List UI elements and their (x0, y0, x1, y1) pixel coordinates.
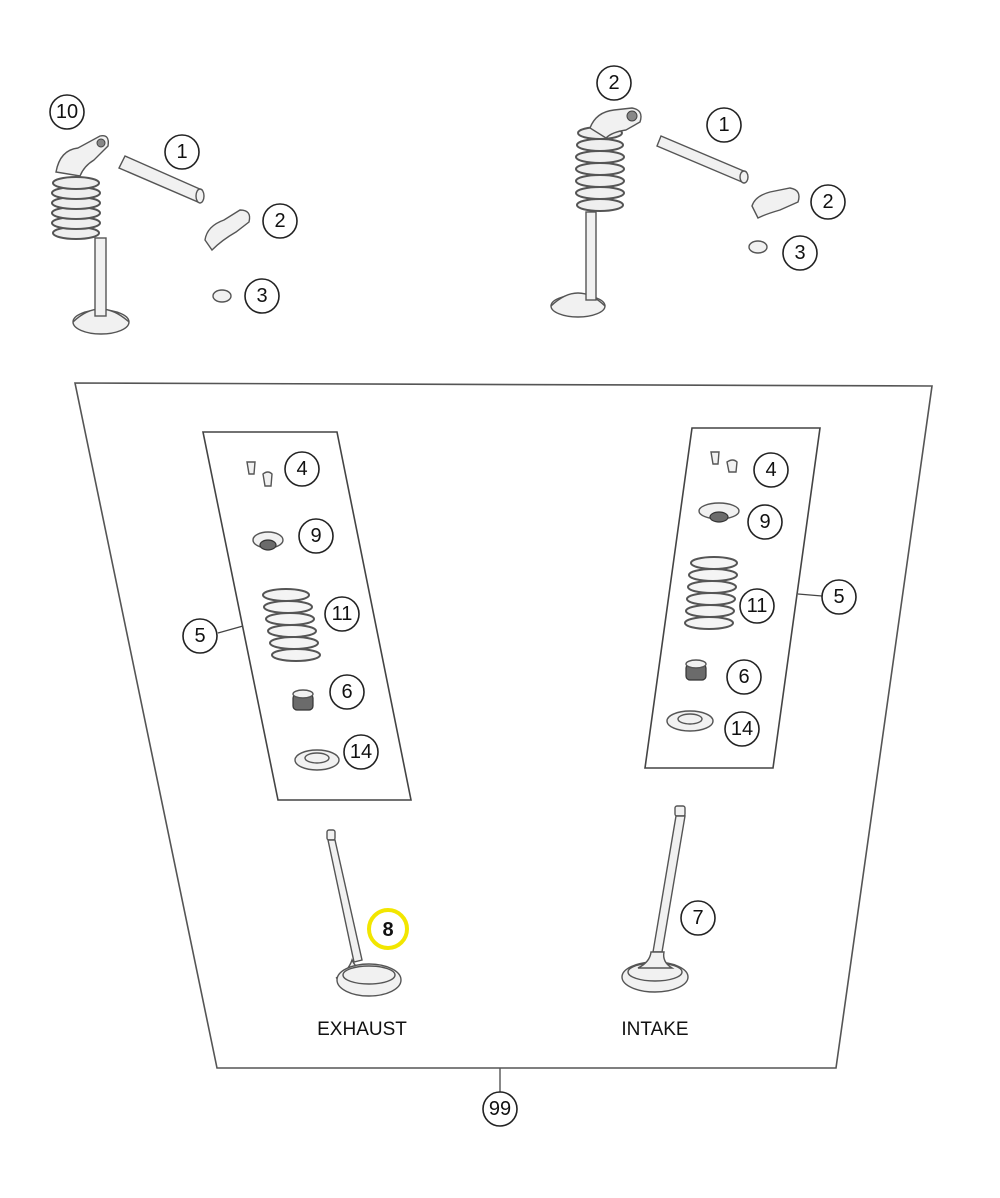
callout-11-right[interactable] (739, 588, 775, 624)
callout-2-left[interactable] (262, 203, 298, 239)
callout-8-label[interactable]: 8 (382, 919, 393, 941)
valve-keepers-right (710, 451, 738, 473)
right-subkit-panel (644, 427, 821, 769)
spring-seat-washer-right (666, 710, 714, 732)
callout-3-right[interactable] (782, 235, 818, 271)
valve-stem-seal-left (292, 689, 314, 711)
intake-valve (621, 805, 689, 993)
callout-14-right[interactable] (724, 711, 760, 747)
left-subkit-leader (217, 625, 244, 634)
callout-9-left-label: 9 (310, 525, 321, 547)
callout-5-right-label: 5 (833, 586, 844, 608)
callout-1-left[interactable] (164, 134, 200, 170)
spring-retainer-right (698, 502, 740, 523)
valve-stem-seal-right (685, 659, 707, 681)
callout-1-left-label: 1 (176, 141, 187, 163)
kit-frame (74, 382, 933, 1069)
callout-4-right[interactable] (753, 452, 789, 488)
valve-spring-left (262, 588, 321, 662)
callout-6-right[interactable] (726, 659, 762, 695)
callout-14-left[interactable] (343, 734, 379, 770)
callout-1-right[interactable] (706, 107, 742, 143)
callout-2-top-right[interactable] (596, 65, 632, 101)
rocker-arm-right (751, 187, 800, 219)
callout-11-left-label: 11 (332, 603, 353, 625)
spring-retainer-left (252, 531, 284, 551)
intake-caption: INTAKE (621, 1019, 688, 1040)
callout-3-left[interactable] (244, 278, 280, 314)
callout-2-left-label: 2 (274, 210, 285, 232)
callout-10-label: 10 (56, 101, 78, 123)
top-right-valve-assembly (550, 107, 642, 318)
callout-4-left-label: 4 (296, 458, 307, 480)
highlight-ring (367, 908, 409, 950)
callout-7-label: 7 (692, 907, 703, 929)
callout-10[interactable] (49, 94, 85, 130)
valve-keepers-left (246, 461, 273, 487)
valve-spring-right (684, 556, 738, 630)
callout-5-left-label: 5 (194, 625, 205, 647)
callout-9-right[interactable] (747, 504, 783, 540)
callout-14-right-label: 14 (731, 718, 753, 740)
rocker-arm-left (204, 209, 251, 252)
callout-2-right[interactable] (810, 184, 846, 220)
callout-9-left[interactable] (298, 518, 334, 554)
callout-14-left-label: 14 (350, 741, 372, 763)
callout-4-left[interactable] (284, 451, 320, 487)
right-subkit-leader (797, 593, 823, 597)
callout-2-right-label: 2 (822, 191, 833, 213)
callout-3-right-label: 3 (794, 242, 805, 264)
spring-seat-washer-left (294, 749, 340, 771)
callout-1-right-label: 1 (718, 114, 729, 136)
rocker-shaft-left (118, 155, 205, 204)
callout-6-left-label: 6 (341, 681, 352, 703)
callout-7[interactable] (680, 900, 716, 936)
top-left-valve-assembly (51, 135, 130, 335)
callout-6-right-label: 6 (738, 666, 749, 688)
callout-2-top-right-label: 2 (608, 72, 619, 94)
callouts: 10 1 2 3 2 1 2 3 4 9 5 11 6 14 4 9 11 (49, 65, 857, 1127)
callout-99[interactable] (482, 1091, 518, 1127)
adjust-pad-right (748, 240, 768, 254)
callout-5-right[interactable] (821, 579, 857, 615)
callout-99-label: 99 (489, 1098, 511, 1120)
rocker-shaft-right (656, 135, 749, 184)
callout-5-left[interactable] (182, 618, 218, 654)
callout-4-right-label: 4 (765, 459, 776, 481)
adjust-pad-left (212, 289, 232, 303)
callout-9-right-label: 9 (759, 511, 770, 533)
callout-11-left[interactable] (324, 596, 360, 632)
left-subkit-panel (202, 431, 412, 801)
exhaust-valve (326, 829, 402, 997)
callout-3-left-label: 3 (256, 285, 267, 307)
exhaust-caption: EXHAUST (317, 1019, 407, 1040)
callout-11-right-label: 11 (747, 595, 768, 617)
callout-6-left[interactable] (329, 674, 365, 710)
